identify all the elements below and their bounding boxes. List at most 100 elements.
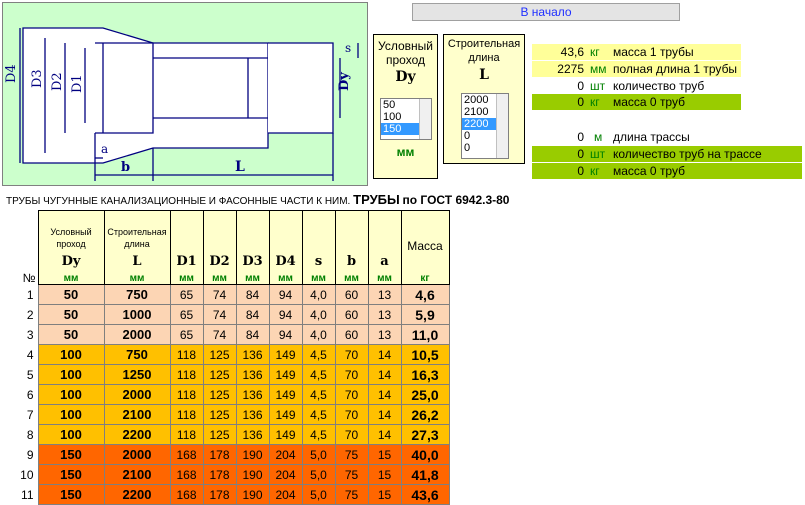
table-cell: 43,6 bbox=[400, 484, 450, 505]
table-cell: 94 bbox=[268, 284, 303, 305]
table-cell: 26,2 bbox=[400, 404, 450, 425]
table-cell: 5,0 bbox=[301, 464, 336, 485]
table-cell: 14 bbox=[367, 364, 402, 385]
home-button[interactable]: В начало bbox=[412, 3, 680, 21]
info-unit: м bbox=[594, 130, 603, 144]
table-cell: 136 bbox=[235, 404, 270, 425]
table-cell: 60 bbox=[334, 324, 369, 345]
table-cell: 118 bbox=[169, 424, 204, 445]
table-cell: 190 bbox=[235, 444, 270, 465]
table-cell: 74 bbox=[202, 284, 237, 305]
info-row-route-mass: 0 кг масса 0 труб bbox=[532, 163, 802, 179]
table-cell: 136 bbox=[235, 344, 270, 365]
table-cell: 75 bbox=[334, 444, 369, 465]
table-cell: 70 bbox=[334, 344, 369, 365]
info-row-count-input[interactable]: 0 шт количество труб bbox=[532, 78, 741, 94]
table-cell: 74 bbox=[202, 324, 237, 345]
diameter-option[interactable]: 50 bbox=[383, 99, 396, 111]
table-cell: 5,0 bbox=[301, 484, 336, 505]
caption-bold: ТРУБЫ bbox=[353, 192, 400, 207]
info-row-route-count: 0 шт количество труб на трассе bbox=[532, 146, 802, 162]
table-cell: 204 bbox=[268, 484, 303, 505]
info-unit: кг bbox=[590, 95, 600, 109]
table-cell: 50 bbox=[37, 304, 105, 325]
diameter-selector-panel: Условный проход Dy 50 100 150 мм bbox=[373, 34, 438, 179]
table-cell: 100 bbox=[37, 344, 105, 365]
table-cell: 125 bbox=[202, 344, 237, 365]
table-cell: 750 bbox=[103, 284, 171, 305]
table-cell: 2200 bbox=[103, 484, 171, 505]
table-cell: 75 bbox=[334, 464, 369, 485]
diameter-option-selected[interactable]: 150 bbox=[381, 123, 431, 135]
table-cell: 2200 bbox=[103, 424, 171, 445]
table-cell: 84 bbox=[235, 304, 270, 325]
table-cell: 2100 bbox=[103, 404, 171, 425]
table-cell: 41,8 bbox=[400, 464, 450, 485]
info-unit: шт bbox=[590, 147, 606, 161]
length-option[interactable]: 0 bbox=[464, 142, 471, 154]
length-selector-panel: Строительная длина L 2000 2100 2200 0 0 bbox=[443, 34, 525, 164]
table-cell: 150 bbox=[37, 464, 105, 485]
diameter-listbox[interactable]: 50 100 150 bbox=[380, 98, 432, 140]
table-cell: 5,9 bbox=[400, 304, 450, 325]
info-value: 0 bbox=[577, 95, 584, 109]
length-option[interactable]: 0 bbox=[464, 130, 471, 142]
table-cell: 118 bbox=[169, 384, 204, 405]
table-cell: 13 bbox=[367, 324, 402, 345]
table-cell: 125 bbox=[202, 384, 237, 405]
table-cell: 4,5 bbox=[301, 424, 336, 445]
row-number: 2 bbox=[4, 304, 38, 325]
table-cell: 11,0 bbox=[400, 324, 450, 345]
row-number: 8 bbox=[4, 424, 38, 445]
table-cell: 65 bbox=[169, 284, 204, 305]
label-d3: D3 bbox=[30, 69, 45, 88]
diameter-listbox-scrollbar[interactable] bbox=[419, 99, 431, 139]
length-option[interactable]: 2000 bbox=[464, 94, 489, 106]
table-cell: 4,5 bbox=[301, 404, 336, 425]
table-cell: 75 bbox=[334, 484, 369, 505]
table-cell: 2000 bbox=[103, 384, 171, 405]
table-cell: 118 bbox=[169, 404, 204, 425]
length-option[interactable]: 2100 bbox=[464, 106, 489, 118]
length-listbox[interactable]: 2000 2100 2200 0 0 bbox=[461, 93, 509, 159]
row-number: 10 bbox=[4, 464, 38, 485]
table-cell: 178 bbox=[202, 464, 237, 485]
diameter-option[interactable]: 100 bbox=[383, 111, 402, 123]
info-unit: шт bbox=[590, 79, 606, 93]
length-listbox-scrollbar[interactable] bbox=[496, 94, 508, 158]
table-cell: 136 bbox=[235, 424, 270, 445]
pipe-count-input[interactable]: 0 bbox=[577, 79, 584, 93]
info-row-mass: 43,6 кг масса 1 трубы bbox=[532, 44, 741, 60]
diameter-selector-title: Условный проход bbox=[378, 39, 433, 67]
table-cell: 50 bbox=[37, 324, 105, 345]
table-cell: 100 bbox=[37, 384, 105, 405]
header-no: № bbox=[4, 210, 38, 285]
table-cell: 84 bbox=[235, 284, 270, 305]
table-cell: 60 bbox=[334, 284, 369, 305]
table-cell: 150 bbox=[37, 444, 105, 465]
info-label: полная длина 1 трубы bbox=[613, 62, 738, 76]
route-length-input[interactable]: 0 bbox=[577, 130, 584, 144]
info-row-route-input[interactable]: 0 м длина трассы bbox=[532, 129, 802, 145]
info-value: 0 bbox=[577, 164, 584, 178]
label-d2: D2 bbox=[50, 72, 65, 91]
table-cell: 149 bbox=[268, 364, 303, 385]
table-cell: 5,0 bbox=[301, 444, 336, 465]
table-cell: 190 bbox=[235, 464, 270, 485]
table-cell: 1000 bbox=[103, 304, 171, 325]
pipe-drawing-svg: D4 D3 D2 D1 Dy s a b L bbox=[4, 27, 359, 181]
info-label: длина трассы bbox=[613, 130, 690, 144]
